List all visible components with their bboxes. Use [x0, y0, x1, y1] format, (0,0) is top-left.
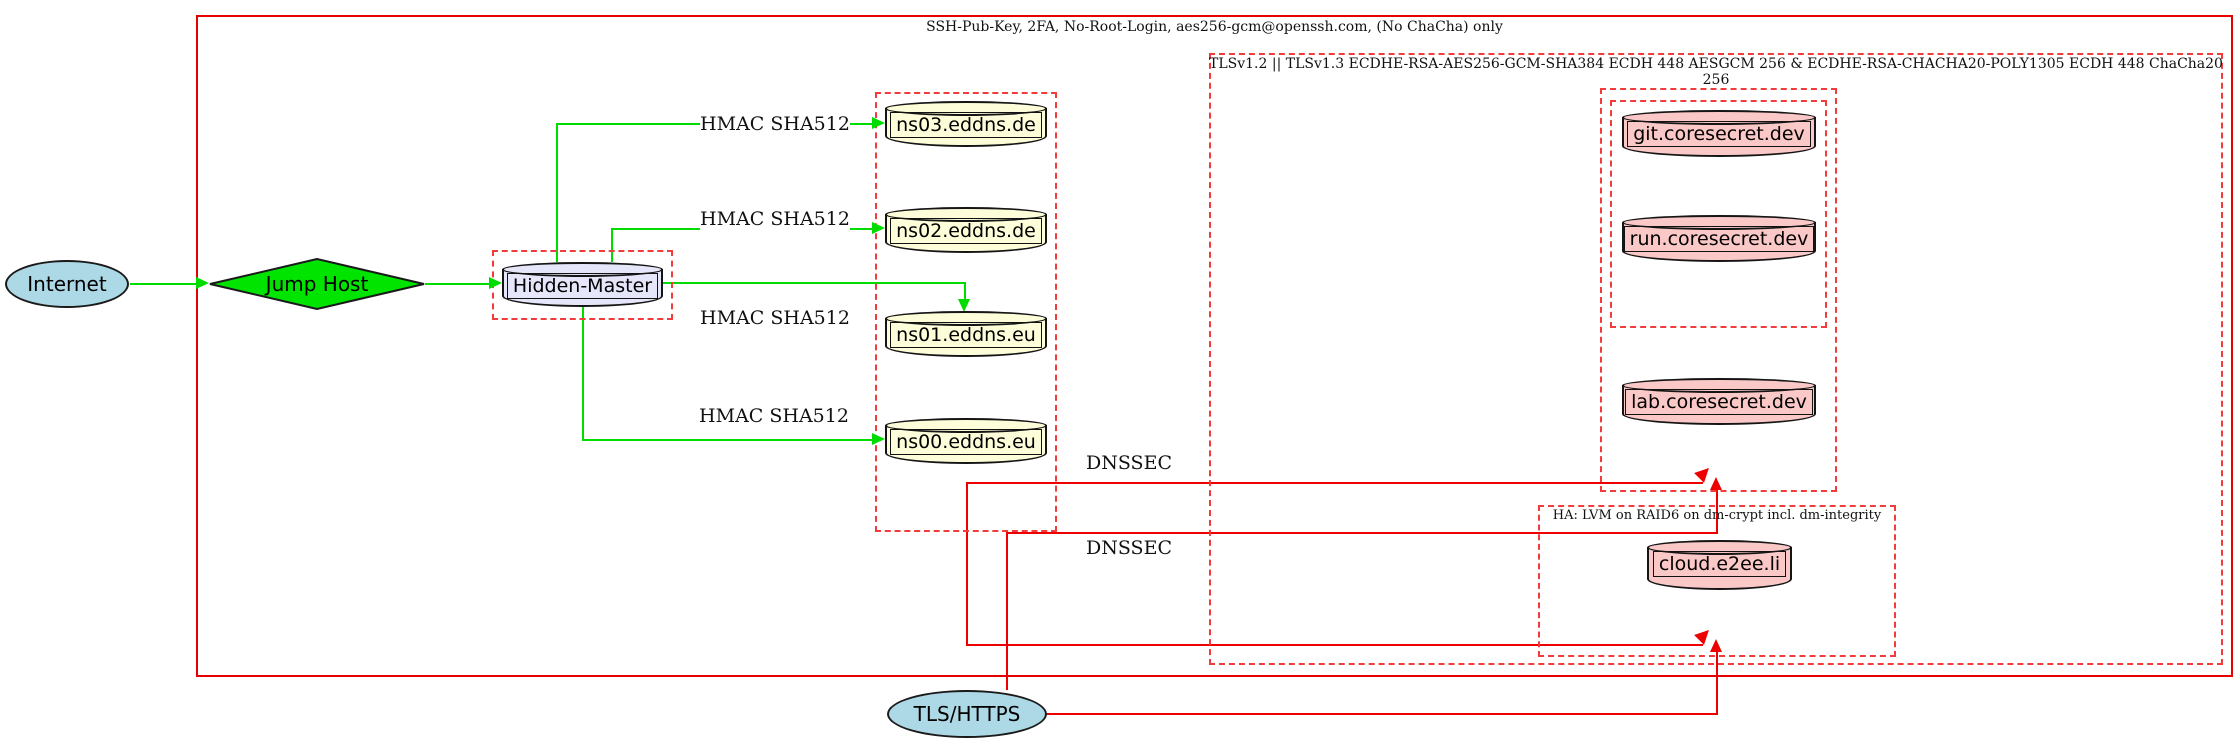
diamond-shape	[209, 258, 425, 310]
edge-label-hmac-ns02: HMAC SHA512	[700, 208, 850, 230]
node-internet-label: Internet	[27, 272, 107, 296]
node-ns02: ns02.eddns.de	[885, 207, 1047, 253]
edge-hm-ns00-horizontal	[582, 439, 873, 441]
edge-tlshttps-ha-horizontal	[1046, 713, 1718, 715]
edge-label-hmac-ns01: HMAC SHA512	[700, 307, 850, 329]
node-hidden-master: Hidden-Master	[502, 262, 663, 307]
node-git-label: git.coresecret.dev	[1627, 121, 1811, 147]
edge-label-dnssec-2: DNSSEC	[1083, 537, 1175, 559]
node-ns02-label: ns02.eddns.de	[890, 218, 1042, 244]
edge-jumphost-hiddenmaster	[425, 283, 490, 285]
node-ns03-label: ns03.eddns.de	[890, 112, 1042, 138]
edge-hm-ns00-vertical	[582, 307, 584, 441]
arrowhead-internet-jumphost	[196, 277, 209, 289]
node-lab-label: lab.coresecret.dev	[1625, 389, 1813, 415]
edge-hm-ns01-horizontal	[663, 282, 966, 284]
edge-label-dnssec-1: DNSSEC	[1083, 452, 1175, 474]
node-cloud-label: cloud.e2ee.li	[1652, 551, 1787, 577]
edge-dnssec-shared-vertical	[966, 483, 968, 645]
ssh-cluster-label: SSH-Pub-Key, 2FA, No-Root-Login, aes256-…	[926, 19, 1503, 35]
tls-cluster-box	[1209, 53, 2223, 665]
arrowhead-jumphost-hiddenmaster	[489, 277, 502, 289]
node-tls-https: TLS/HTTPS	[887, 690, 1047, 738]
ha-cluster-label: HA: LVM on RAID6 on dm-crypt incl. dm-in…	[1552, 508, 1882, 523]
edge-label-hmac-ns03: HMAC SHA512	[700, 113, 850, 135]
node-tls-https-label: TLS/HTTPS	[913, 702, 1021, 726]
node-ns00: ns00.eddns.eu	[885, 418, 1047, 464]
node-ns01: ns01.eddns.eu	[885, 311, 1047, 357]
edge-tlshttps-coresecret-horizontal	[1006, 532, 1718, 534]
node-ns01-label: ns01.eddns.eu	[890, 322, 1042, 348]
coresecret-cluster-box	[1600, 88, 1837, 492]
edge-tlshttps-top-vertical	[1006, 533, 1008, 690]
arrowhead-tlshttps-ha	[1710, 639, 1722, 652]
edge-tlshttps-ha-vertical	[1716, 651, 1718, 714]
ssh-cluster-box	[196, 15, 2233, 677]
node-ns00-label: ns00.eddns.eu	[890, 429, 1042, 455]
edge-dnssec2-horizontal	[966, 644, 1703, 646]
nameserver-cluster-box	[875, 92, 1057, 532]
edge-hm-ns03-vertical	[556, 124, 558, 262]
git-run-cluster-box	[1610, 100, 1827, 328]
node-cloud-e2ee: cloud.e2ee.li	[1647, 540, 1792, 590]
node-lab-coresecret: lab.coresecret.dev	[1622, 378, 1816, 425]
arrowhead-hm-ns03	[872, 117, 885, 129]
node-run-label: run.coresecret.dev	[1623, 226, 1815, 252]
edge-tlshttps-coresecret-vertical	[1716, 489, 1718, 533]
node-run-coresecret: run.coresecret.dev	[1622, 215, 1816, 262]
edge-label-hmac-ns00: HMAC SHA512	[699, 405, 849, 427]
tls-cluster-label: TLSv1.2 || TLSv1.3 ECDHE-RSA-AES256-GCM-…	[1209, 56, 2223, 88]
arrowhead-tlshttps-coresecret	[1710, 477, 1722, 490]
node-ns03: ns03.eddns.de	[885, 101, 1047, 147]
ha-cluster-box	[1538, 505, 1896, 657]
arrowhead-hm-ns00	[872, 433, 885, 445]
arrowhead-hm-ns02	[872, 222, 885, 234]
edge-internet-jumphost	[130, 283, 197, 285]
edge-hm-ns01-vertical	[964, 282, 966, 300]
node-hidden-master-label: Hidden-Master	[506, 273, 659, 299]
node-jump-host-label: Jump Host	[265, 272, 369, 296]
edge-dnssec1-horizontal	[966, 482, 1703, 484]
arrowhead-hm-ns01	[958, 299, 970, 312]
node-jump-host: Jump Host	[209, 258, 425, 310]
node-git-coresecret: git.coresecret.dev	[1622, 110, 1816, 157]
node-internet: Internet	[5, 260, 129, 308]
edge-hm-ns02-vertical	[611, 229, 613, 262]
